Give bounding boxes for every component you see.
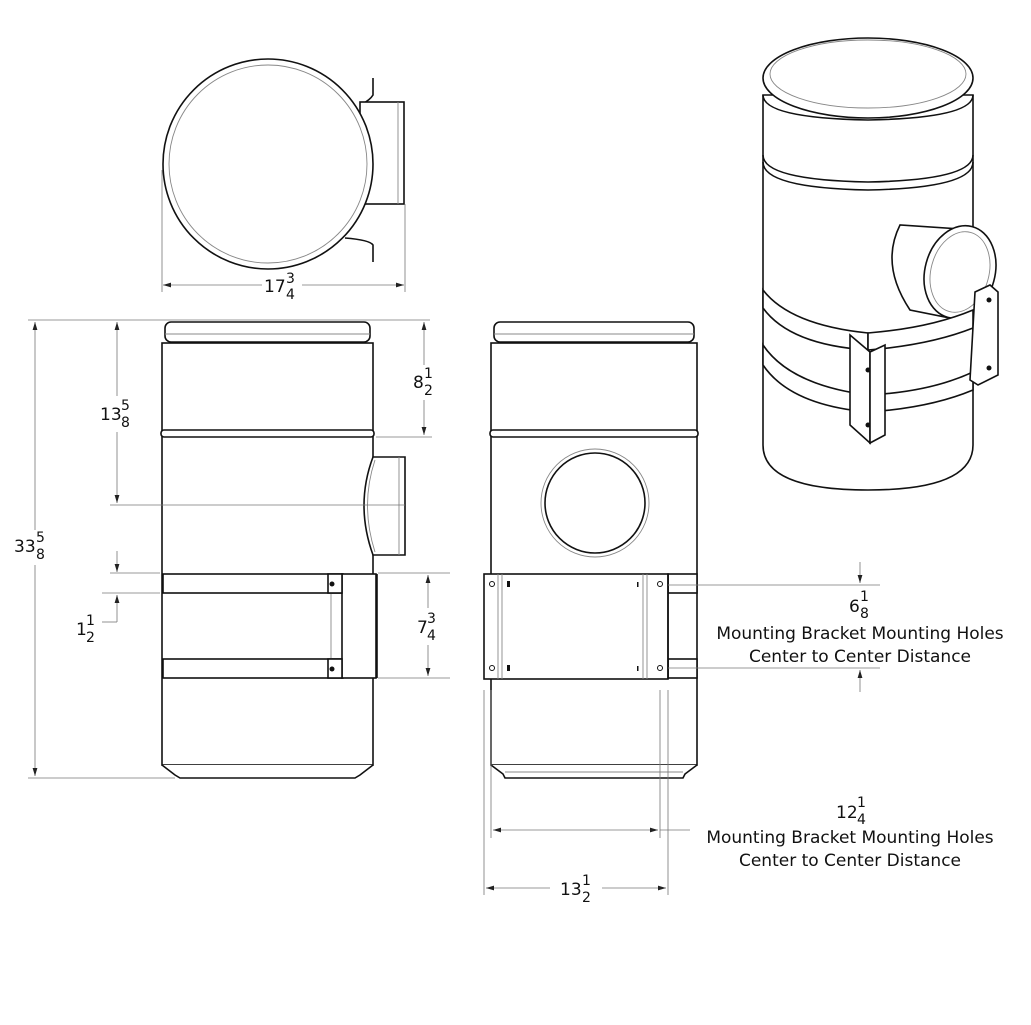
dim-band-height-den: 2 xyxy=(424,383,433,399)
dim-outlet-center-height-num: 5 xyxy=(121,398,130,414)
dim-top-width-den: 4 xyxy=(286,287,295,303)
dim-overall-height-num: 5 xyxy=(36,530,45,546)
dim-band-height: 8 xyxy=(413,373,424,393)
dim-hole-horizontal-num: 1 xyxy=(857,795,866,811)
hole-vertical-note-line1: Mounting Bracket Mounting Holes xyxy=(716,624,1003,644)
dim-band-height-num: 1 xyxy=(424,366,433,382)
side-view: 33 5 8 13 5 8 1 1 2 8 1 2 7 3 4 xyxy=(14,319,450,779)
dim-bracket-height-num: 3 xyxy=(427,611,436,627)
dim-strap-width: 1 xyxy=(76,620,87,640)
dim-top-width-num: 3 xyxy=(286,271,295,287)
dim-bracket-width: 13 xyxy=(560,880,582,900)
dim-overall-height: 33 xyxy=(14,537,36,557)
dim-outlet-center-height: 13 xyxy=(100,405,122,425)
dim-bracket-height: 7 xyxy=(417,618,428,638)
hole-horizontal-note-line1: Mounting Bracket Mounting Holes xyxy=(706,828,993,848)
dim-overall-height-den: 8 xyxy=(36,547,45,563)
dim-strap-width-num: 1 xyxy=(86,613,95,629)
dim-hole-vertical-num: 1 xyxy=(860,589,869,605)
dim-hole-horizontal: 12 xyxy=(836,803,858,823)
isometric-view xyxy=(762,37,999,491)
dim-outlet-center-height-den: 8 xyxy=(121,415,130,431)
dim-bracket-width-den: 2 xyxy=(582,890,591,906)
dim-hole-vertical-den: 8 xyxy=(860,606,869,622)
top-view: 17 3 4 xyxy=(161,58,406,303)
dim-strap-width-den: 2 xyxy=(86,630,95,646)
dim-hole-vertical: 6 xyxy=(849,597,860,617)
dim-hole-horizontal-den: 4 xyxy=(857,812,866,828)
hole-vertical-note-line2: Center to Center Distance xyxy=(749,647,971,667)
dim-bracket-height-den: 4 xyxy=(427,628,436,644)
hole-horizontal-note-line2: Center to Center Distance xyxy=(739,851,961,871)
rear-view: 6 1 8 Mounting Bracket Mounting Holes Ce… xyxy=(483,321,1004,906)
dim-top-width: 17 xyxy=(264,277,286,297)
dim-bracket-width-num: 1 xyxy=(582,873,591,889)
